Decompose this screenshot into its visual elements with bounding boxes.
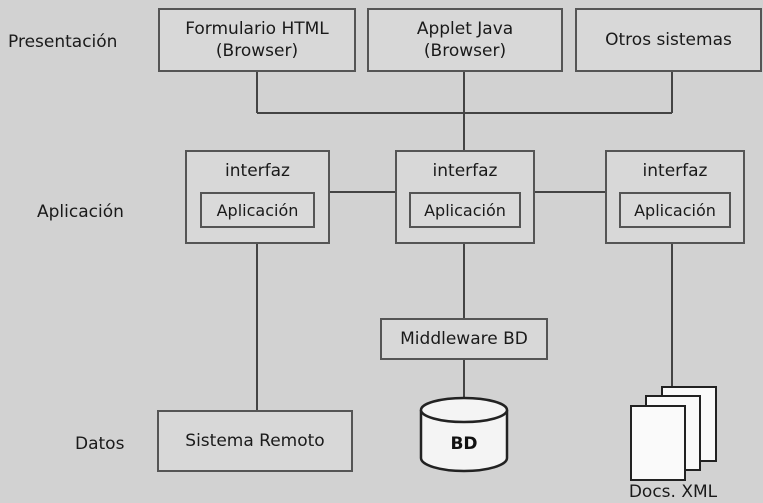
app-node-1-application-label: Aplicación [216, 200, 299, 220]
presentation-box-java-applet: Applet Java (Browser) [367, 8, 563, 72]
middleware-label: Middleware BD [400, 329, 528, 349]
app-node-1-interface-label: interfaz [225, 161, 290, 181]
presentation-box-html-form-line2: (Browser) [215, 41, 299, 61]
middleware-box: Middleware BD [380, 318, 548, 360]
layer-label-application: Aplicación [37, 202, 124, 222]
app-node-2-application-label: Aplicación [424, 200, 506, 220]
app-node-3-interface-label: interfaz [642, 161, 708, 181]
app-node-2: interfaz Aplicación [395, 150, 535, 244]
app-node-1-application: Aplicación [200, 192, 315, 228]
app-node-3: interfaz Aplicación [605, 150, 745, 244]
layer-label-data: Datos [75, 434, 125, 454]
documents-icon [630, 386, 717, 481]
remote-system-label: Sistema Remoto [185, 431, 325, 451]
presentation-box-other-systems-line1: Otros sistemas [605, 30, 732, 50]
app-node-3-application-label: Aplicación [634, 200, 716, 220]
presentation-box-java-applet-line2: (Browser) [423, 41, 507, 61]
remote-system-box: Sistema Remoto [157, 410, 353, 472]
database-label: BD [450, 434, 478, 454]
database-icon [419, 396, 509, 473]
layer-label-presentation: Presentación [8, 32, 118, 52]
presentation-box-java-applet-line1: Applet Java [416, 19, 514, 39]
app-node-2-application: Aplicación [409, 192, 521, 228]
presentation-box-html-form: Formulario HTML (Browser) [158, 8, 356, 72]
app-node-3-application: Aplicación [619, 192, 731, 228]
app-node-1: interfaz Aplicación [185, 150, 330, 244]
documents-label: Docs. XML [628, 482, 718, 502]
app-node-2-interface-label: interfaz [432, 161, 498, 181]
presentation-box-other-systems: Otros sistemas [575, 8, 762, 72]
presentation-box-html-form-line1: Formulario HTML [185, 19, 329, 39]
